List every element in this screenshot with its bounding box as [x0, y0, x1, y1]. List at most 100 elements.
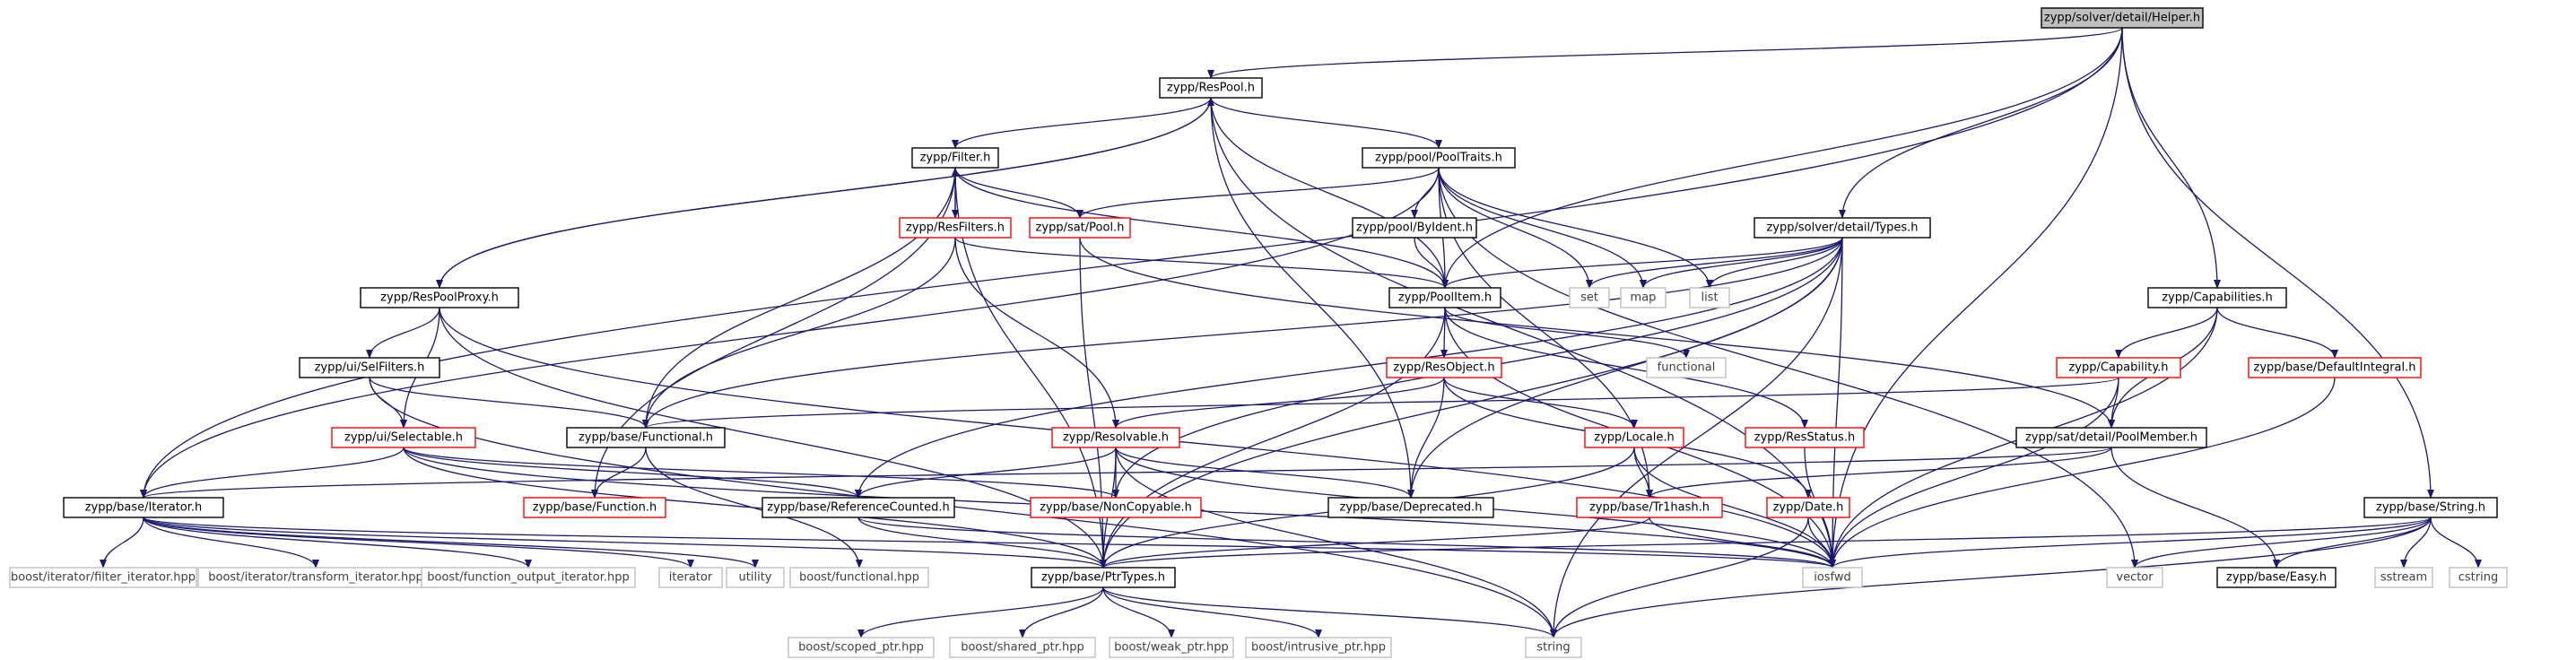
- node-resstatus[interactable]: zypp/ResStatus.h: [1745, 427, 1865, 448]
- node-label-locale: zypp/Locale.h: [1594, 431, 1674, 445]
- node-label-sharedptr: boost/shared_ptr.hpp: [961, 641, 1084, 655]
- node-date[interactable]: zypp/Date.h: [1766, 497, 1850, 518]
- edge-layer: [100, 27, 2482, 638]
- node-label-intrusiveptr: boost/intrusive_ptr.hpp: [1251, 641, 1386, 655]
- node-label-noncopyable: zypp/base/NonCopyable.h: [1040, 501, 1192, 515]
- edge-resolvable-to-refcounted: [855, 447, 1117, 499]
- node-box-capabilities: [2147, 287, 2287, 308]
- node-basefunctional[interactable]: zypp/base/Functional.h: [566, 427, 726, 448]
- node-pooltraits[interactable]: zypp/pool/PoolTraits.h: [1362, 147, 1516, 169]
- node-label-list: list: [1701, 291, 1718, 305]
- node-layer: zypp/solver/detail/Helper.h zypp/ResPool.…: [9, 7, 2508, 658]
- edge-respool-to-poolitem: [1210, 97, 1449, 289]
- node-filter[interactable]: zypp/Filter.h: [911, 147, 999, 169]
- edge-soltypes-to-list: [1706, 237, 1843, 289]
- edge-respool-to-iosfwd: [1210, 97, 1836, 569]
- node-weakptr: boost/weak_ptr.hpp: [1109, 637, 1234, 658]
- node-label-helper: zypp/solver/detail/Helper.h: [2044, 12, 2200, 25]
- node-functional: functional: [1646, 357, 1727, 378]
- node-string: string: [1525, 637, 1582, 658]
- edge-tr1hash-to-ptrtypes: [1100, 517, 1650, 569]
- node-box-resobject: [1386, 357, 1502, 378]
- node-soltypes[interactable]: zypp/solver/detail/Types.h: [1754, 217, 1931, 239]
- edge-poolmember-to-tr1hash: [1646, 447, 2112, 499]
- edge-filter-to-ptrtypes: [954, 167, 1107, 569]
- node-poolitem[interactable]: zypp/PoolItem.h: [1388, 287, 1501, 308]
- node-iterator_std: iterator: [658, 567, 723, 588]
- node-cstring: cstring: [2449, 567, 2508, 588]
- node-label-date: zypp/Date.h: [1773, 501, 1844, 515]
- node-sharedptr: boost/shared_ptr.hpp: [949, 637, 1096, 658]
- node-intrusiveptr: boost/intrusive_ptr.hpp: [1245, 637, 1392, 658]
- node-label-deprecated: zypp/base/Deprecated.h: [1340, 501, 1483, 515]
- node-poolmember[interactable]: zypp/sat/detail/PoolMember.h: [2015, 427, 2207, 448]
- node-label-refcounted: zypp/base/ReferenceCounted.h: [767, 501, 949, 515]
- edge-ptrtypes-to-intrusiveptr: [1102, 586, 1322, 638]
- node-box-tr1hash: [1576, 497, 1723, 518]
- node-defaultintegral[interactable]: zypp/base/DefaultIntegral.h: [2248, 357, 2422, 378]
- node-respoolproxy[interactable]: zypp/ResPoolProxy.h: [360, 287, 519, 308]
- node-noncopyable[interactable]: zypp/base/NonCopyable.h: [1030, 497, 1202, 518]
- edge-pooltraits-to-map: [1438, 167, 1647, 289]
- edge-iterator-to-filteriter: [100, 517, 144, 569]
- edge-basefunctional-to-function: [591, 447, 647, 499]
- edge-helper-to-string_h: [2121, 27, 2434, 499]
- node-label-pooltraits: zypp/pool/PoolTraits.h: [1375, 152, 1502, 165]
- edge-string_h-to-vector: [2131, 517, 2432, 569]
- node-transformiter: boost/iterator/transform_iterator.hpp: [197, 567, 434, 588]
- edge-helper-to-capabilities: [2121, 27, 2221, 289]
- edge-resobject-to-locale: [1443, 377, 1638, 429]
- node-box-ptrtypes: [1031, 567, 1176, 588]
- node-box-respoolproxy: [360, 287, 519, 308]
- node-vector: vector: [2106, 567, 2163, 588]
- edge-refcounted-to-iosfwd: [857, 517, 1836, 569]
- edge-defaultintegral-to-iosfwd: [1829, 377, 2336, 569]
- node-utility: utility: [726, 567, 785, 588]
- edge-ptrtypes-to-weakptr: [1102, 586, 1175, 638]
- node-helper[interactable]: zypp/solver/detail/Helper.h: [2041, 7, 2204, 29]
- node-capabilities[interactable]: zypp/Capabilities.h: [2147, 287, 2287, 308]
- node-resolvable[interactable]: zypp/Resolvable.h: [1051, 427, 1180, 448]
- edge-filter-to-satpool: [954, 167, 1083, 219]
- node-resobject[interactable]: zypp/ResObject.h: [1386, 357, 1502, 378]
- node-funcoutiter: boost/function_output_iterator.hpp: [421, 567, 636, 588]
- node-deprecated[interactable]: zypp/base/Deprecated.h: [1327, 497, 1494, 518]
- node-tr1hash[interactable]: zypp/base/Tr1hash.h: [1576, 497, 1723, 518]
- node-box-poolmember: [2015, 427, 2207, 448]
- node-box-byident: [1352, 217, 1477, 239]
- edge-basefunctional-to-boostfunctional: [645, 447, 863, 569]
- edge-respoolproxy-to-selfilters: [366, 307, 440, 359]
- node-box-locale: [1584, 427, 1684, 448]
- node-label-poolmember: zypp/sat/detail/PoolMember.h: [2025, 431, 2197, 445]
- edge-locale-to-iosfwd: [1633, 447, 1836, 569]
- edge-capability-to-basefunctional: [642, 377, 2119, 429]
- node-resfilters[interactable]: zypp/ResFilters.h: [899, 217, 1012, 239]
- node-iterator[interactable]: zypp/base/Iterator.h: [63, 497, 224, 518]
- node-easy[interactable]: zypp/base/Easy.h: [2216, 567, 2337, 588]
- node-label-cstring: cstring: [2459, 571, 2498, 585]
- node-locale[interactable]: zypp/Locale.h: [1584, 427, 1684, 448]
- node-capability[interactable]: zypp/Capability.h: [2056, 357, 2181, 378]
- node-label-tr1hash: zypp/base/Tr1hash.h: [1589, 501, 1710, 515]
- node-label-funcoutiter: boost/function_output_iterator.hpp: [427, 571, 630, 585]
- node-box-filter: [911, 147, 999, 169]
- node-box-sharedptr: [949, 637, 1096, 658]
- node-box-scopedptr: [788, 637, 935, 658]
- edge-respool-to-pooltraits: [1210, 97, 1442, 149]
- node-selfilters[interactable]: zypp/ui/SelFilters.h: [299, 357, 440, 378]
- node-function[interactable]: zypp/base/Function.h: [523, 497, 666, 518]
- edge-poolitem-to-ptrtypes: [1100, 307, 1446, 569]
- edge-resolvable-to-deprecated: [1115, 447, 1414, 499]
- node-box-vector: [2106, 567, 2163, 588]
- node-box-sstream: [2374, 567, 2433, 588]
- edge-soltypes-to-map: [1640, 237, 1843, 289]
- edge-resfilters-to-poolitem: [954, 237, 1449, 289]
- node-satpool[interactable]: zypp/sat/Pool.h: [1029, 217, 1131, 239]
- node-selectable[interactable]: zypp/ui/Selectable.h: [331, 427, 476, 448]
- node-byident[interactable]: zypp/pool/ByIdent.h: [1352, 217, 1477, 239]
- edge-filter-to-basefunctional: [642, 167, 956, 429]
- node-ptrtypes[interactable]: zypp/base/PtrTypes.h: [1031, 567, 1176, 588]
- node-string_h[interactable]: zypp/base/String.h: [2363, 497, 2498, 518]
- node-respool[interactable]: zypp/ResPool.h: [1159, 77, 1263, 99]
- node-refcounted[interactable]: zypp/base/ReferenceCounted.h: [761, 497, 955, 518]
